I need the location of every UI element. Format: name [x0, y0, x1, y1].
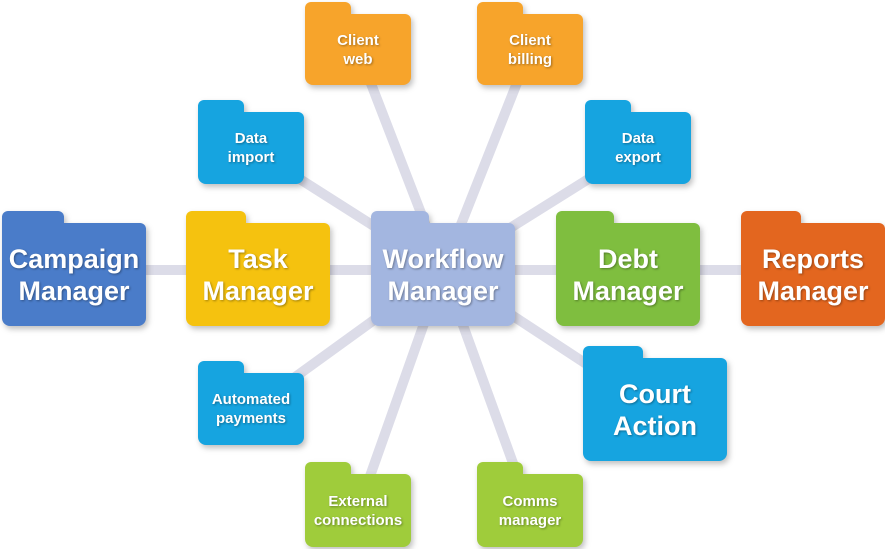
reports-manager-label: Reports Manager — [757, 243, 869, 306]
folder-body: Automated payments — [198, 373, 304, 445]
court-action-folder: Court Action — [583, 346, 727, 461]
task-manager-label: Task Manager — [202, 243, 314, 306]
data-export-folder: Data export — [585, 100, 691, 184]
external-connections-folder: External connections — [305, 462, 411, 547]
debt-manager-label: Debt Manager — [572, 243, 684, 306]
folder-body: External connections — [305, 474, 411, 547]
workflow-manager-folder: Workflow Manager — [371, 211, 515, 326]
client-web-folder: Client web — [305, 2, 411, 85]
data-export-label: Data export — [615, 130, 661, 166]
comms-manager-label: Comms manager — [498, 492, 562, 529]
task-manager-folder: Task Manager — [186, 211, 330, 326]
reports-manager-folder: Reports Manager — [741, 211, 885, 326]
campaign-manager-folder: Campaign Manager — [2, 211, 146, 326]
folder-body: Court Action — [583, 358, 727, 461]
folder-body: Client web — [305, 14, 411, 85]
folder-body: Task Manager — [186, 223, 330, 326]
comms-manager-folder: Comms manager — [477, 462, 583, 547]
campaign-manager-label: Campaign Manager — [8, 243, 140, 306]
debt-manager-folder: Debt Manager — [556, 211, 700, 326]
folder-body: Debt Manager — [556, 223, 700, 326]
folder-body: Data import — [198, 112, 304, 184]
client-billing-label: Client billing — [507, 31, 553, 68]
external-connections-label: External connections — [313, 492, 403, 529]
folder-body: Client billing — [477, 14, 583, 85]
data-import-folder: Data import — [198, 100, 304, 184]
client-billing-folder: Client billing — [477, 2, 583, 85]
automated-payments-folder: Automated payments — [198, 361, 304, 445]
automated-payments-label: Automated payments — [211, 391, 291, 427]
folder-body: Workflow Manager — [371, 223, 515, 326]
client-web-label: Client web — [337, 31, 379, 68]
court-action-label: Court Action — [613, 378, 697, 441]
folder-body: Reports Manager — [741, 223, 885, 326]
data-import-label: Data import — [227, 130, 275, 166]
folder-body: Campaign Manager — [2, 223, 146, 326]
folder-body: Data export — [585, 112, 691, 184]
workflow-manager-label: Workflow Manager — [382, 243, 504, 306]
folder-body: Comms manager — [477, 474, 583, 547]
